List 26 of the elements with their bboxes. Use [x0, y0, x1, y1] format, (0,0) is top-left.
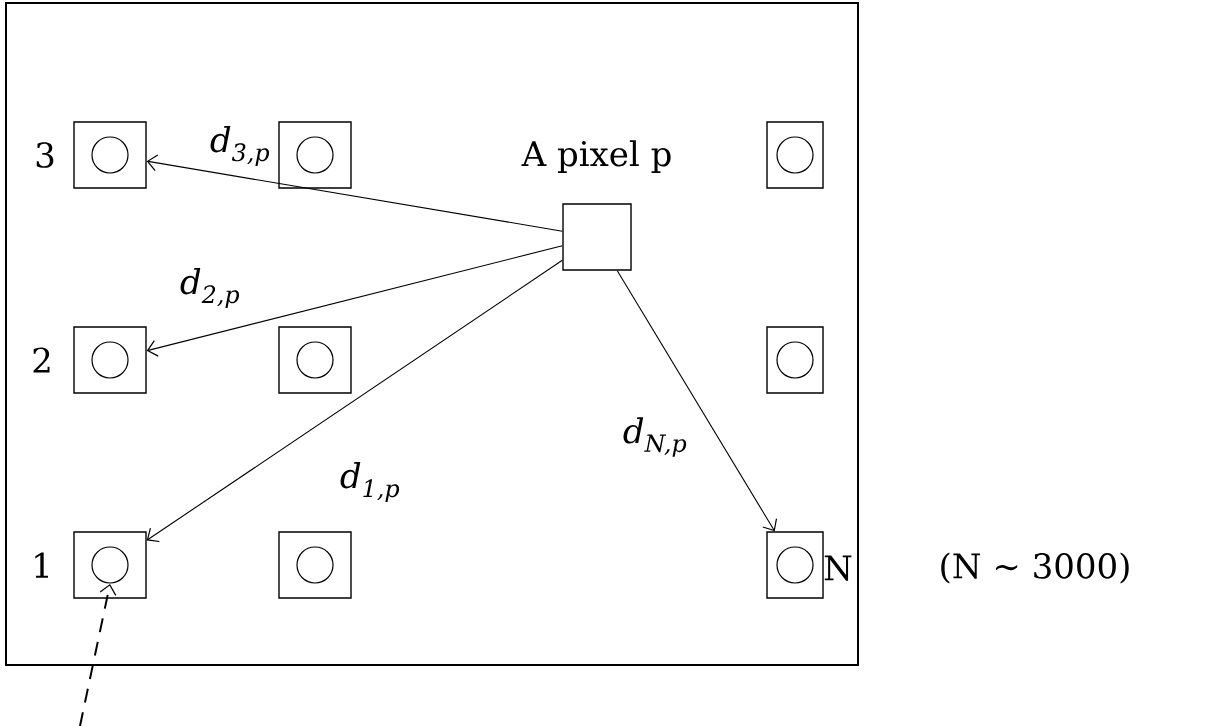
sensor-box [278, 326, 352, 394]
arrow [146, 245, 563, 357]
sensor-box [73, 121, 147, 189]
node-label: A pixel p [521, 140, 671, 174]
edge-label: d$_{1,p}$ [338, 461, 402, 503]
arrow [146, 154, 563, 232]
sensor-number: (N ∼ 3000) [941, 552, 1129, 584]
sensor-box [766, 326, 824, 394]
edge-label: d$_{3,p}$ [208, 125, 272, 167]
edge-label: d$_{N,p}$ [621, 416, 689, 458]
sensor-number: N [824, 555, 852, 581]
frame-box [5, 2, 859, 666]
sensor-box [73, 326, 147, 394]
sensor-number: 3 [36, 142, 54, 168]
sensor-number: 2 [33, 347, 50, 373]
sensor-box [766, 121, 824, 189]
sensor-box [766, 531, 824, 599]
arrow [146, 259, 563, 543]
pixel-box: A pixel p [521, 140, 671, 271]
sensor-box [278, 121, 352, 189]
edge-label: d$_{2,p}$ [178, 267, 242, 309]
arrow [616, 270, 778, 532]
sensor-number: 1 [35, 552, 48, 578]
sensor-box [73, 531, 147, 599]
dashed-arrow [79, 584, 117, 726]
sensor-box [278, 531, 352, 599]
